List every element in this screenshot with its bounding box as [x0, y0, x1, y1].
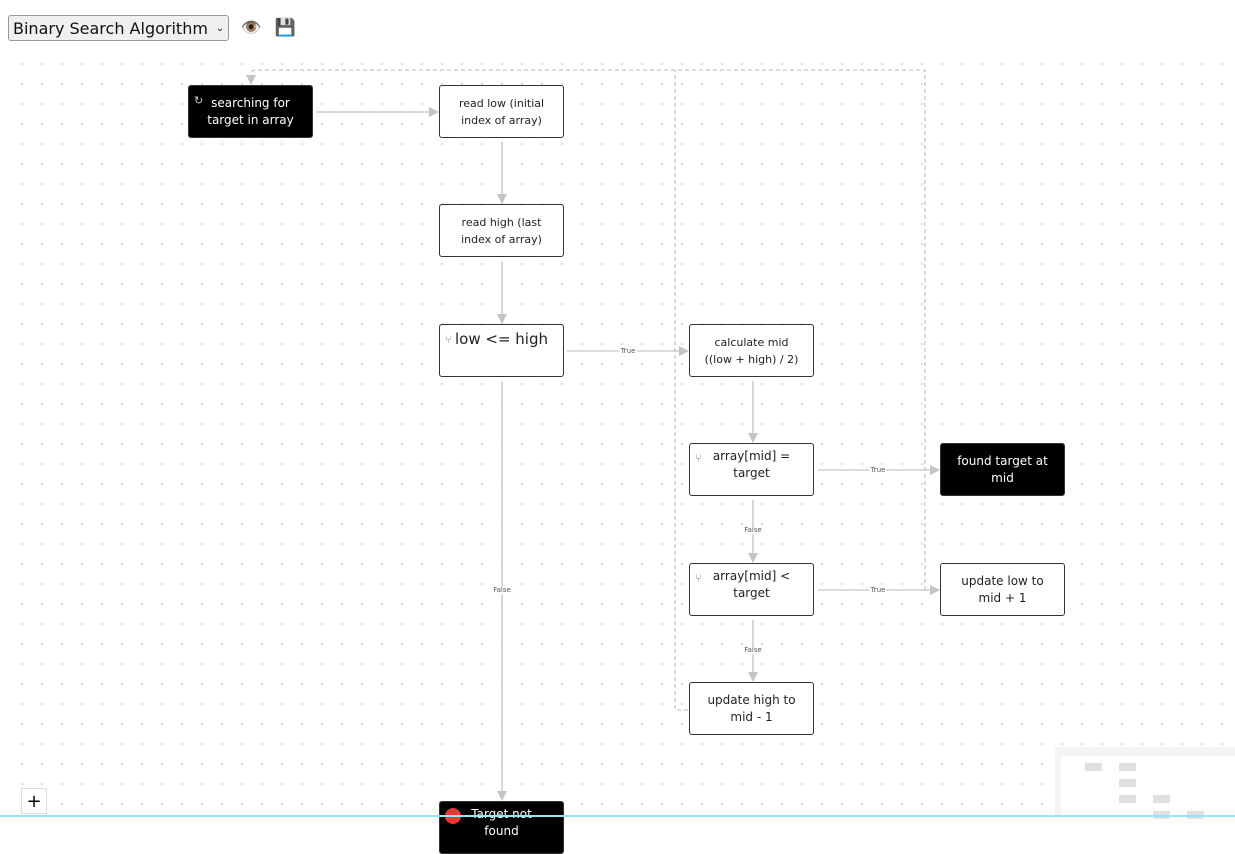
node-update-high[interactable]: update high to mid - 1: [689, 682, 814, 735]
edge-label-true: True: [869, 586, 887, 594]
node-cond-equal[interactable]: ⑂ array[mid] = target: [689, 443, 814, 496]
node-label: array[mid] < target: [712, 569, 791, 600]
node-found[interactable]: found target at mid: [940, 443, 1065, 496]
branch-icon: ⑂: [695, 452, 702, 465]
minimap-node: [1085, 763, 1102, 771]
diagram-select[interactable]: Binary Search Algorithm ⌄: [8, 15, 230, 41]
node-calc-mid[interactable]: calculate mid ((low + high) / 2): [689, 324, 814, 377]
minimap[interactable]: [1055, 747, 1235, 819]
branch-icon: ⑂: [695, 572, 702, 585]
edge-label-false: False: [743, 646, 763, 654]
node-not-found[interactable]: Target not found: [439, 801, 564, 854]
bottom-border: [0, 815, 1235, 817]
edge-label-true: True: [869, 466, 887, 474]
toolbar: Binary Search Algorithm ⌄ 👁️ 💾: [8, 15, 297, 41]
node-label: read low (initial index of array): [458, 96, 545, 127]
edge-label-false: False: [492, 586, 512, 594]
branch-icon: ⑂: [445, 333, 452, 346]
minimap-node: [1153, 795, 1170, 803]
node-label: low <= high: [455, 330, 548, 348]
node-label: calculate mid ((low + high) / 2): [704, 335, 799, 366]
minimap-node: [1119, 795, 1136, 803]
node-start[interactable]: ↻ searching for target in array: [188, 85, 313, 138]
node-read-low[interactable]: read low (initial index of array): [439, 85, 564, 138]
node-label: found target at mid: [957, 453, 1048, 485]
chevron-down-icon: ⌄: [215, 22, 225, 34]
node-label: read high (last index of array): [461, 215, 542, 246]
minimap-viewport: [1061, 756, 1235, 819]
edge-label-false: False: [743, 526, 763, 534]
node-label: searching for target in array: [207, 95, 294, 127]
node-label: array[mid] = target: [712, 449, 791, 480]
node-cond-less[interactable]: ⑂ array[mid] < target: [689, 563, 814, 616]
minimap-node: [1119, 763, 1136, 771]
edge-label-true: True: [619, 347, 637, 355]
node-update-low[interactable]: update low to mid + 1: [940, 563, 1065, 616]
eye-icon[interactable]: 👁️: [240, 18, 262, 38]
node-cond-low-high[interactable]: ⑂ low <= high: [439, 324, 564, 377]
zoom-in-button[interactable]: +: [21, 788, 47, 814]
loading-icon: ↻: [194, 94, 204, 107]
node-label: Target not found: [471, 807, 532, 838]
diagram-canvas[interactable]: [8, 48, 1235, 817]
node-read-high[interactable]: read high (last index of array): [439, 204, 564, 257]
diagram-select-value: Binary Search Algorithm: [13, 18, 208, 38]
node-label: update low to mid + 1: [961, 573, 1044, 605]
minimap-node: [1119, 779, 1136, 787]
floppy-disk-icon[interactable]: 💾: [274, 18, 296, 38]
node-label: update high to mid - 1: [707, 692, 796, 724]
